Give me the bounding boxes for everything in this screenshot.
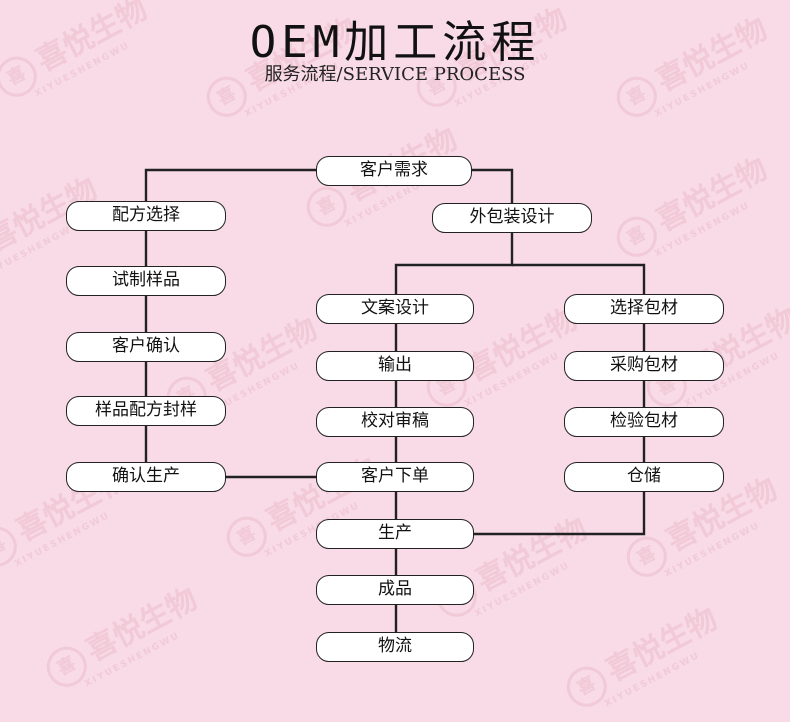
node-confirm-production: 确认生产 [66, 462, 226, 492]
node-customer-confirm: 客户确认 [66, 332, 226, 362]
page-subtitle: 服务流程/SERVICE PROCESS [264, 64, 526, 85]
node-seal-sample: 样品配方封样 [66, 396, 226, 426]
node-trial-sample: 试制样品 [66, 266, 226, 296]
page-title: OEM加工流程 [249, 17, 541, 68]
connector-package-right [512, 263, 646, 294]
node-storage: 仓储 [564, 462, 724, 492]
node-choose-material: 选择包材 [564, 294, 724, 324]
node-purchase-material: 采购包材 [564, 351, 724, 381]
node-production: 生产 [316, 519, 474, 549]
node-formula-selection: 配方选择 [66, 201, 226, 231]
node-copy-design: 文案设计 [316, 294, 474, 324]
node-customer-order: 客户下单 [316, 462, 474, 492]
node-package-design: 外包装设计 [432, 203, 592, 233]
connector-storage-production [474, 491, 646, 536]
connector-package-split [394, 232, 514, 294]
node-proofread: 校对审稿 [316, 407, 474, 437]
node-customer-need: 客户需求 [316, 156, 472, 186]
node-finished-product: 成品 [316, 575, 474, 605]
node-inspect-material: 检验包材 [564, 407, 724, 437]
connector-need-formula [144, 168, 316, 201]
node-output: 输出 [316, 351, 474, 381]
connector-need-package [472, 168, 514, 203]
node-logistics: 物流 [316, 632, 474, 662]
